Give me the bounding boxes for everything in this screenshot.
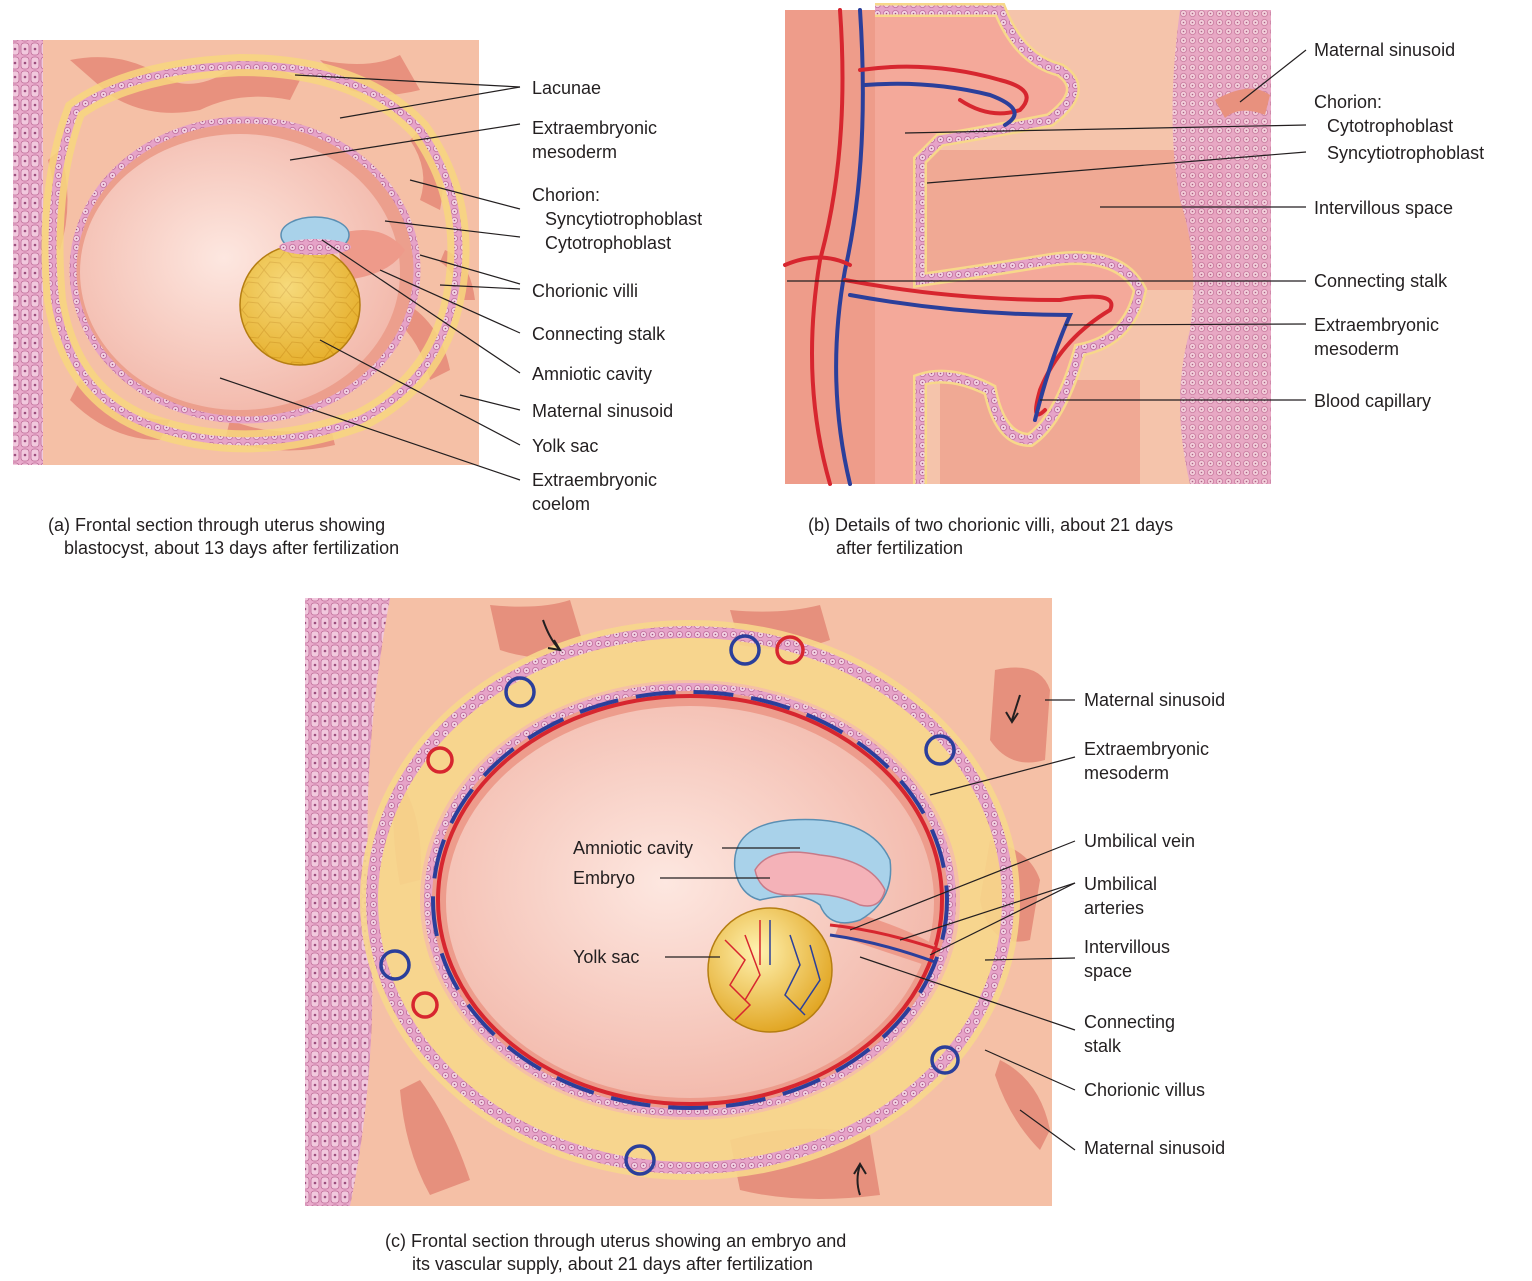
label-chorion-b: Chorion: [1314,90,1382,114]
label-amniotic-cavity-a: Amniotic cavity [532,362,652,386]
label-yolk-sac-c: Yolk sac [573,945,639,969]
label-maternal-sinusoid-c-bottom: Maternal sinusoid [1084,1136,1225,1160]
label-yolk-sac-a: Yolk sac [532,434,598,458]
label-chorion-a: Chorion: [532,183,600,207]
label-maternal-sinusoid-c-top: Maternal sinusoid [1084,688,1225,712]
label-lacunae: Lacunae [532,76,601,100]
caption-c-line2: its vascular supply, about 21 days after… [412,1253,813,1276]
label-umbilical-arteries-line2: arteries [1084,896,1144,920]
label-cytotrophoblast-a: Cytotrophoblast [545,231,671,255]
label-syncytiotrophoblast-a: Syncytiotrophoblast [545,207,702,231]
label-extraembryonic-mesoderm-a-line1: Extraembryonic [532,116,657,140]
panel-c-illustration [305,598,1052,1206]
label-maternal-sinusoid-a: Maternal sinusoid [532,399,673,423]
caption-a-line2: blastocyst, about 13 days after fertiliz… [64,537,399,560]
caption-b-line1: (b) Details of two chorionic villi, abou… [808,514,1173,537]
label-embryo: Embryo [573,866,635,890]
label-umbilical-vein: Umbilical vein [1084,829,1195,853]
panel-a-illustration [13,40,479,465]
label-amniotic-cavity-c: Amniotic cavity [573,836,693,860]
label-syncytiotrophoblast-b: Syncytiotrophoblast [1327,141,1484,165]
label-extraembryonic-mesoderm-a-line2: mesoderm [532,140,617,164]
label-chorionic-villus: Chorionic villus [1084,1078,1205,1102]
label-chorionic-villi: Chorionic villi [532,279,638,303]
label-cytotrophoblast-b: Cytotrophoblast [1327,114,1453,138]
label-connecting-stalk-a: Connecting stalk [532,322,665,346]
panel-b-illustration [785,10,1271,484]
label-intervillous-space-c-line1: Intervillous [1084,935,1170,959]
label-extraembryonic-mesoderm-b-line2: mesoderm [1314,337,1399,361]
label-connecting-stalk-c-line1: Connecting [1084,1010,1175,1034]
label-extraembryonic-mesoderm-c-line1: Extraembryonic [1084,737,1209,761]
label-umbilical-arteries-line1: Umbilical [1084,872,1157,896]
label-extraembryonic-mesoderm-c-line2: mesoderm [1084,761,1169,785]
label-extraembryonic-mesoderm-b-line1: Extraembryonic [1314,313,1439,337]
label-intervillous-space-b: Intervillous space [1314,196,1453,220]
caption-b-line2: after fertilization [836,537,963,560]
label-intervillous-space-c-line2: space [1084,959,1132,983]
caption-a-line1: (a) Frontal section through uterus showi… [48,514,385,537]
label-extraembryonic-coelom-line1: Extraembryonic [532,468,657,492]
label-blood-capillary: Blood capillary [1314,389,1431,413]
caption-c-line1: (c) Frontal section through uterus showi… [385,1230,846,1253]
uterine-epithelium [13,40,43,465]
label-connecting-stalk-b: Connecting stalk [1314,269,1447,293]
label-maternal-sinusoid-b: Maternal sinusoid [1314,38,1455,62]
label-extraembryonic-coelom-line2: coelom [532,492,590,516]
label-connecting-stalk-c-line2: stalk [1084,1034,1121,1058]
